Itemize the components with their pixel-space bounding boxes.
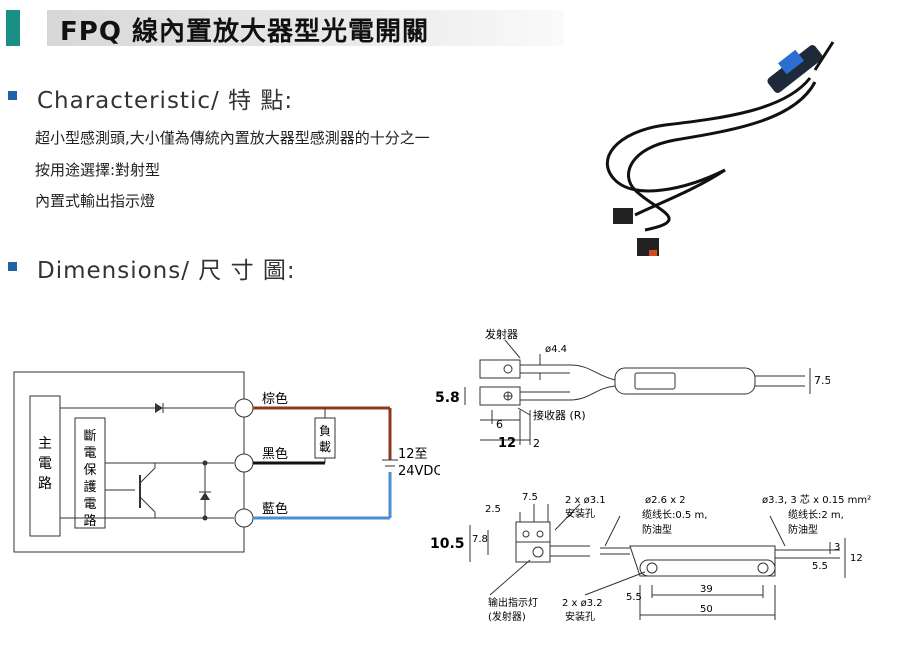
head-dimension-drawing: 发射器 ø4.4 5.8 6 12 2 接收器 (R) 7.5 (435, 327, 830, 450)
cable1-type: 防油型 (642, 523, 672, 536)
holes2-label: 2 x ø3.2 (562, 598, 603, 609)
main-circuit-char: 電 (38, 456, 52, 472)
blue-label: 藍色 (262, 501, 288, 517)
dim-2-5: 2.5 (485, 504, 501, 515)
product-photo (605, 41, 835, 256)
bullet-icon (8, 262, 17, 271)
indicator-sub: (发射器) (488, 610, 526, 623)
dim-5-5: 5.5 (626, 592, 642, 603)
dim-12: 12 (498, 436, 516, 450)
page-title: FPQ 線內置放大器型光電開關 (60, 17, 429, 47)
protection-char: 路 (83, 513, 96, 529)
dim-5-5r: 5.5 (812, 561, 828, 572)
cable1-spec: ø2.6 x 2 (645, 495, 686, 506)
supply-label-1: 12至 (398, 447, 428, 462)
emitter-label: 发射器 (485, 327, 518, 341)
protection-char: 護 (83, 479, 96, 495)
holes1-label: 2 x ø3.1 (565, 495, 606, 506)
cable1-length: 缆线长:0.5 m, (642, 508, 707, 521)
wiring-diagram: 主 電 路 斷 電 保 護 電 路 負 載 棕色 黑色 藍色 12至 24VDC (13, 371, 440, 553)
main-circuit-char: 路 (38, 476, 52, 492)
dimensions-heading: Dimensions/ 尺 寸 圖: (37, 258, 296, 284)
dim-2: 2 (533, 437, 540, 450)
diameter-label: ø4.4 (545, 344, 567, 355)
receiver-label: 接收器 (R) (533, 408, 586, 422)
holes1-desc: 安装孔 (565, 507, 595, 520)
protection-char: 斷 (83, 429, 96, 444)
height-label: 5.8 (435, 390, 460, 406)
main-circuit-char: 主 (38, 436, 52, 452)
holes2-desc: 安装孔 (565, 610, 595, 623)
bullet-icon (8, 91, 17, 100)
characteristic-line-1: 超小型感測頭,大小僅為傳統內置放大器型感測器的十分之一 (35, 129, 430, 147)
dim-50: 50 (700, 604, 713, 615)
indicator-label: 输出指示灯 (488, 596, 538, 609)
title-background (47, 10, 564, 46)
dim-39: 39 (700, 584, 713, 595)
dim-6: 6 (496, 418, 503, 431)
protection-char: 保 (83, 463, 96, 478)
emitter-head (613, 208, 633, 224)
amplifier-dimension-drawing: 2.5 7.5 2 x ø3.1 安装孔 7.8 10.5 ø2.6 x 2 缆… (430, 492, 871, 623)
dim-7-8: 7.8 (472, 534, 488, 545)
characteristic-line-2: 按用途選擇:對射型 (35, 161, 161, 179)
amplifier-body (767, 45, 823, 93)
characteristic-heading: Characteristic/ 特 點: (37, 88, 294, 114)
characteristic-line-3: 內置式輸出指示燈 (35, 192, 156, 210)
dim-3: 3 (834, 542, 840, 553)
dim-7-5b: 7.5 (522, 492, 538, 503)
load-char: 載 (319, 440, 331, 454)
protection-char: 電 (83, 446, 96, 461)
cable2-spec: ø3.3, 3 芯 x 0.15 mm² (762, 493, 871, 506)
protection-char: 電 (83, 497, 96, 512)
load-char: 負 (319, 424, 331, 438)
title-accent-bar (6, 10, 20, 46)
dim-10-5: 10.5 (430, 536, 465, 552)
amplifier-indicator (778, 49, 804, 75)
receiver-lens (649, 250, 657, 256)
cable2-type: 防油型 (788, 523, 818, 536)
supply-label-2: 24VDC (398, 464, 440, 479)
brown-label: 棕色 (262, 391, 288, 407)
cable2-length: 缆线长:2 m, (788, 508, 844, 521)
dim-12b: 12 (850, 553, 863, 564)
dim-7-5: 7.5 (814, 374, 830, 387)
black-label: 黑色 (262, 446, 288, 462)
